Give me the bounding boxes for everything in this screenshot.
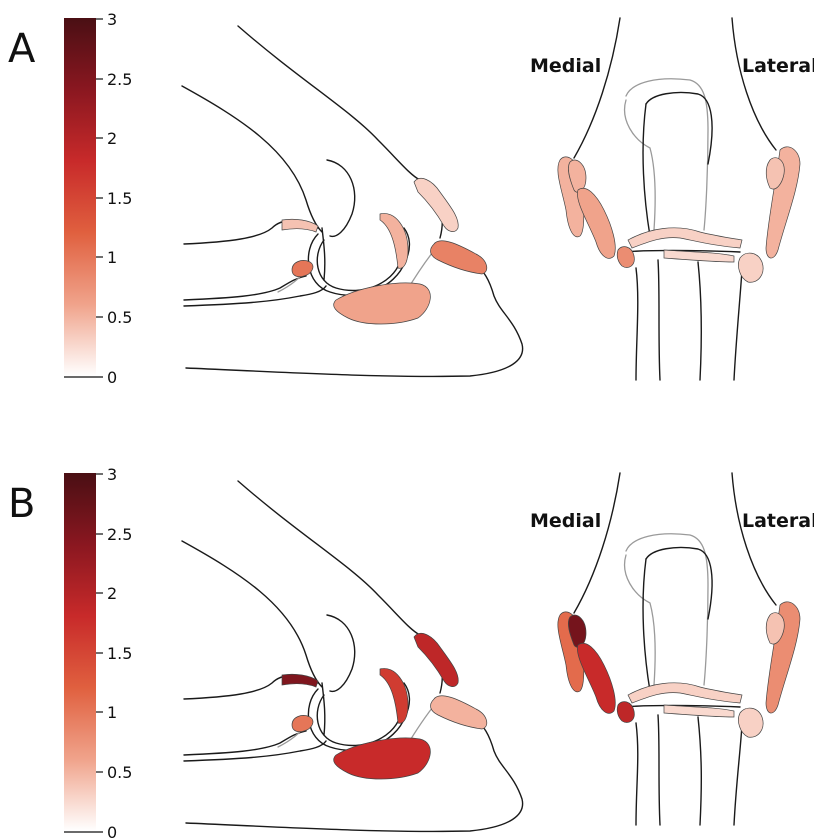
bone-outline xyxy=(238,481,420,635)
structure-small-pad xyxy=(292,260,313,276)
colorbar: 3 2.5 2 1.5 1 0.5 0 xyxy=(64,10,132,387)
structure-medial-foot xyxy=(617,247,634,268)
panel-a: A 3 2.5 2 1.5 1 0.5 0 xyxy=(8,10,814,387)
colorbar-tick-label: 3 xyxy=(107,10,117,29)
bone-outline xyxy=(327,160,355,236)
bone-outline xyxy=(182,86,322,232)
lateral-label: Lateral xyxy=(742,510,814,532)
bone-outline xyxy=(327,615,355,691)
frontal-joint-view: Medial Lateral xyxy=(530,473,814,825)
bone-outline xyxy=(646,92,712,164)
medial-label: Medial xyxy=(530,55,601,77)
lateral-label: Lateral xyxy=(742,55,814,77)
medial-label: Medial xyxy=(530,510,601,532)
bone-outline xyxy=(184,731,306,755)
colorbar-tick-label: 1 xyxy=(107,703,117,722)
bone-outline xyxy=(636,268,638,380)
bone-outline xyxy=(184,276,306,300)
bone-outline xyxy=(646,547,712,619)
bone-outline xyxy=(186,721,523,831)
structure-medial-foot xyxy=(617,702,634,723)
bone-outline xyxy=(322,683,325,735)
bone-outline xyxy=(734,270,742,380)
panel-letter: B xyxy=(8,481,35,527)
structure-caudal-top xyxy=(414,178,458,231)
bone-outline xyxy=(184,741,326,761)
humeral-head-inner xyxy=(317,695,400,745)
bone-outline xyxy=(732,18,776,150)
bone-outline xyxy=(184,286,326,306)
bone-outline xyxy=(732,473,776,605)
colorbar-tick-label: 3 xyxy=(107,465,117,484)
bone-outline xyxy=(698,262,701,380)
bone-outline xyxy=(734,725,742,825)
lateral-joint-view xyxy=(182,26,523,376)
colorbar: 3 2.5 2 1.5 1 0.5 0 xyxy=(64,465,132,840)
colorbar-gradient-bar xyxy=(64,18,96,376)
bone-outline xyxy=(658,715,660,825)
humeral-head-inner xyxy=(317,240,400,290)
colorbar-tick-label: 1 xyxy=(107,248,117,267)
colorbar-tick-label: 0 xyxy=(107,368,117,387)
structure-caudal-band xyxy=(431,696,487,729)
bone-outline xyxy=(238,26,420,180)
bone-outline xyxy=(643,104,650,236)
colorbar-tick-label: 0.5 xyxy=(107,308,132,327)
structure-crossbar xyxy=(628,228,742,248)
structure-lateral-foot xyxy=(738,708,763,737)
colorbar-tick-label: 2 xyxy=(107,129,117,148)
colorbar-tick-label: 2.5 xyxy=(107,525,132,544)
structure-suprascapular-band xyxy=(282,674,318,687)
bone-outline xyxy=(698,717,701,825)
structure-crossbar xyxy=(628,683,742,703)
bone-outline xyxy=(626,534,708,685)
structure-teres-pad xyxy=(334,283,431,324)
colorbar-tick-label: 0.5 xyxy=(107,763,132,782)
structure-caudal-top xyxy=(414,633,458,686)
colorbar-tick-label: 2.5 xyxy=(107,70,132,89)
bone-outline xyxy=(574,18,620,158)
colorbar-tick-label: 1.5 xyxy=(107,189,132,208)
structure-anterior-arc xyxy=(380,668,408,723)
structure-anterior-arc xyxy=(380,213,408,268)
colorbar-tick-label: 2 xyxy=(107,584,117,603)
panel-letter: A xyxy=(8,26,36,72)
bone-outline xyxy=(574,473,620,613)
colorbar-gradient-bar xyxy=(64,473,96,831)
bone-outline xyxy=(636,723,638,825)
bone-outline xyxy=(322,228,325,280)
panel-b: B 3 2.5 2 1.5 1 0.5 0 xyxy=(8,465,814,840)
bone-outline xyxy=(186,266,523,376)
colorbar-tick-label: 0 xyxy=(107,823,117,840)
structure-teres-pad xyxy=(334,738,431,779)
bone-outline xyxy=(643,559,650,691)
structure-caudal-band xyxy=(431,241,487,274)
bone-outline xyxy=(625,555,656,685)
structure-small-pad xyxy=(292,715,313,731)
frontal-joint-view: Medial Lateral xyxy=(530,18,814,380)
bone-outline xyxy=(625,100,656,230)
colorbar-tick-label: 1.5 xyxy=(107,644,132,663)
bone-outline xyxy=(658,260,660,380)
bone-outline xyxy=(626,79,708,230)
structure-suprascapular-band xyxy=(282,219,318,232)
bone-outline xyxy=(182,541,322,687)
lateral-joint-view xyxy=(182,481,523,831)
